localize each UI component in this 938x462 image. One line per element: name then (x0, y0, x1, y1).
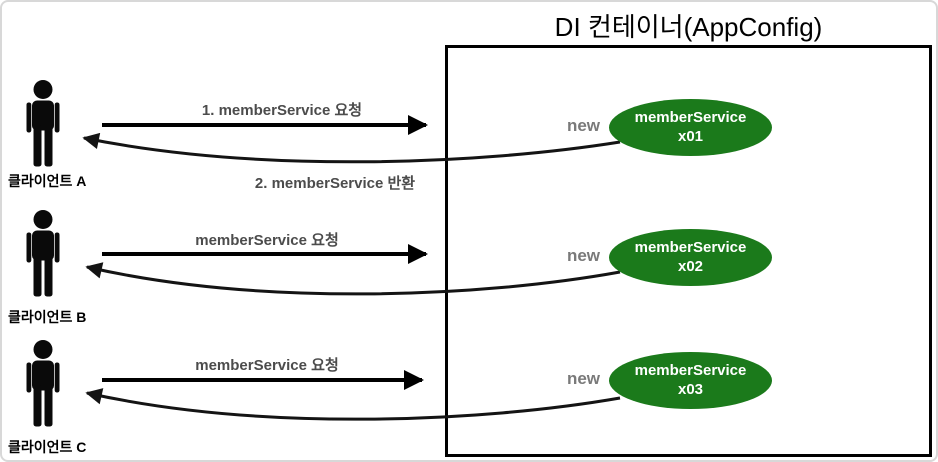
return-arrow-c (85, 388, 621, 421)
person-icon-client-c (26, 340, 60, 427)
client-c-label: 클라이언트 C (8, 439, 87, 455)
new-label-a: new (566, 116, 600, 135)
return-arrow-a (82, 132, 621, 164)
diagram-title: DI 컨테이너(AppConfig) (554, 12, 823, 42)
request-label-c: memberService 요청 (195, 357, 339, 374)
request-label-b: memberService 요청 (195, 232, 339, 249)
client-a-label: 클라이언트 A (8, 173, 87, 189)
person-icon-client-a (26, 80, 60, 167)
new-label-c: new (566, 369, 600, 388)
bean-ellipse-member-service-x02: memberService x02 (609, 229, 772, 286)
di-container-box (445, 45, 932, 457)
person-icon-client-b (26, 210, 60, 297)
bean-name-text: memberService (634, 108, 747, 126)
return-label-a: 2. memberService 반환 (254, 175, 416, 192)
client-b-label: 클라이언트 B (8, 309, 87, 325)
new-label-b: new (566, 246, 600, 265)
bean-name-text: memberService (634, 361, 747, 379)
bean-instance-text: x03 (677, 380, 704, 398)
bean-instance-text: x01 (677, 127, 704, 145)
return-arrow-b (85, 262, 621, 296)
bean-ellipse-member-service-x01: memberService x01 (609, 99, 772, 156)
bean-name-text: memberService (634, 238, 747, 256)
bean-ellipse-member-service-x03: memberService x03 (609, 352, 772, 409)
request-label-a: 1. memberService 요청 (201, 102, 363, 119)
bean-instance-text: x02 (677, 257, 704, 275)
